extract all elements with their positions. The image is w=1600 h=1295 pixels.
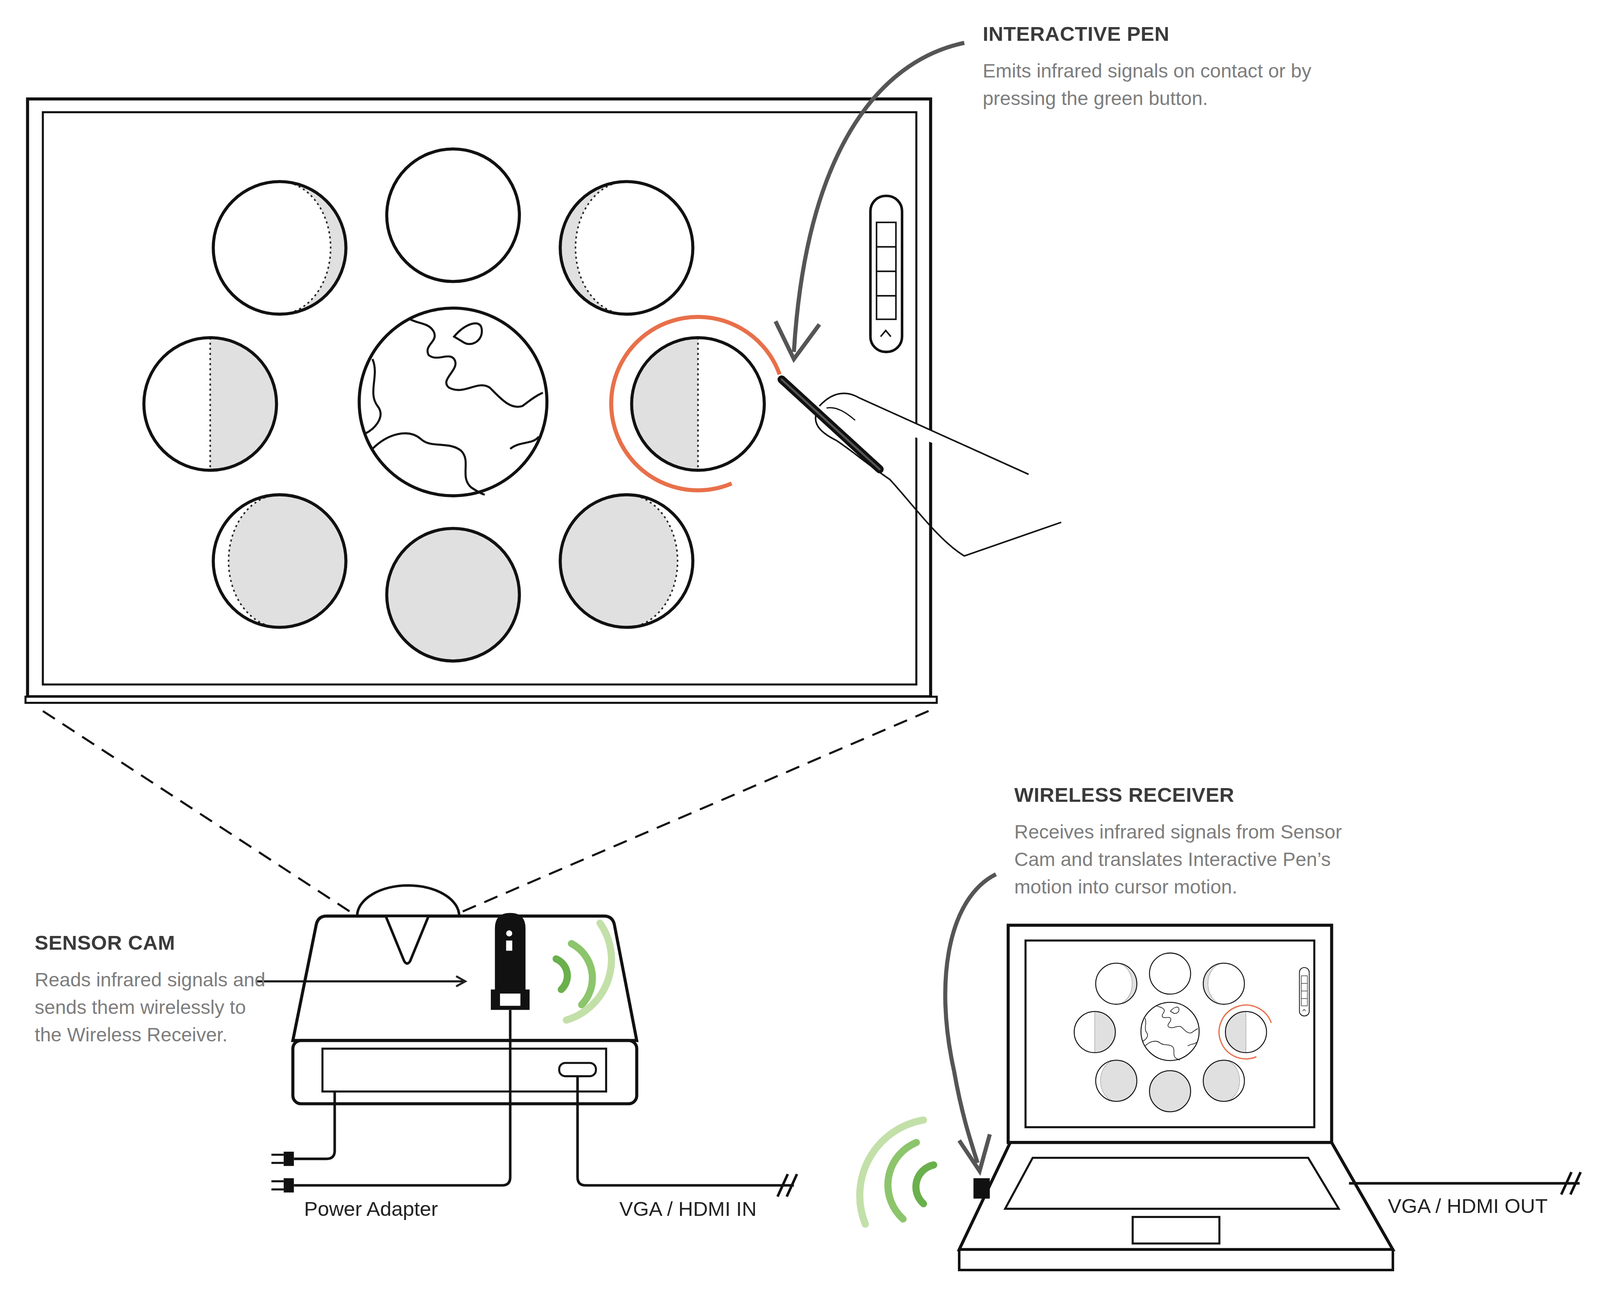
callout-body: Emits infrared signals on contact or by … [982, 57, 1350, 113]
callout-body: Receives infrared signals from Sensor Ca… [1014, 818, 1372, 901]
callout-heading: SENSOR CAM [34, 931, 175, 955]
cable-label: VGA / HDMI OUT [1387, 1195, 1548, 1219]
callout-body: Reads infrared signals and sends them wi… [34, 966, 278, 1049]
callout-heading: WIRELESS RECEIVER [1014, 783, 1235, 808]
cable-label: VGA / HDMI IN [619, 1197, 757, 1222]
cable-label: Power Adapter [304, 1197, 438, 1222]
callout-heading: INTERACTIVE PEN [982, 22, 1170, 46]
